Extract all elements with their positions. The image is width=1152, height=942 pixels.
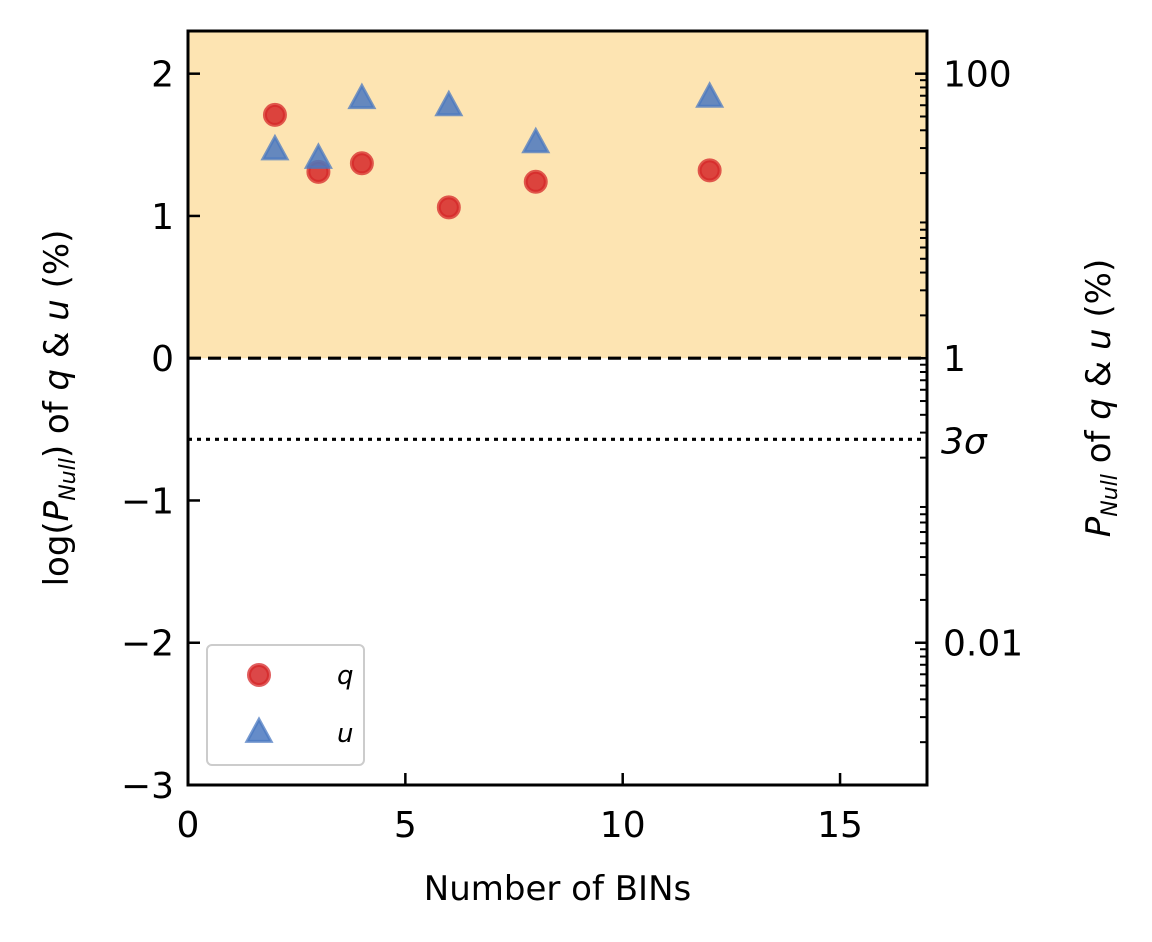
legend-label-u: u (337, 719, 353, 749)
y-tick-label: −3 (121, 766, 174, 807)
y2-tick-label: 100 (943, 55, 1012, 96)
y2-axis-title: PNull of q & u (%) (1079, 259, 1123, 537)
point-u (695, 81, 725, 108)
point-q (349, 151, 374, 176)
x-tick-label: 15 (817, 805, 863, 846)
legend-box (206, 644, 365, 766)
point-u (303, 142, 333, 169)
point-u (260, 133, 290, 161)
y-tick-label: 0 (151, 339, 174, 380)
point-q (262, 102, 287, 127)
legend-label-q: q (337, 661, 354, 691)
point-u (347, 82, 377, 110)
y-tick-label: −2 (121, 624, 174, 665)
x-tick-label: 0 (177, 805, 200, 846)
y-tick-label: 1 (151, 197, 174, 238)
point-q (523, 169, 548, 194)
point-q (697, 158, 722, 183)
sigma-label: 3σ (941, 421, 988, 462)
y-tick-label: −1 (121, 481, 174, 522)
y2-tick-label: 1 (943, 339, 966, 380)
legend-marker-u (244, 716, 274, 743)
plot-frame (186, 29, 929, 787)
shaded-region (188, 31, 927, 359)
y-axis-title: log(PNull) of q & u (%) (37, 230, 81, 587)
x-tick-label: 5 (394, 805, 417, 846)
x-axis-title: Number of BINs (424, 869, 691, 909)
x-tick-label: 10 (600, 805, 646, 846)
point-u (521, 126, 551, 154)
legend-marker-q (247, 663, 271, 687)
y-tick-label: 2 (151, 55, 174, 96)
y2-tick-label: 0.01 (943, 624, 1023, 665)
point-u (434, 89, 464, 117)
point-q (436, 195, 461, 220)
